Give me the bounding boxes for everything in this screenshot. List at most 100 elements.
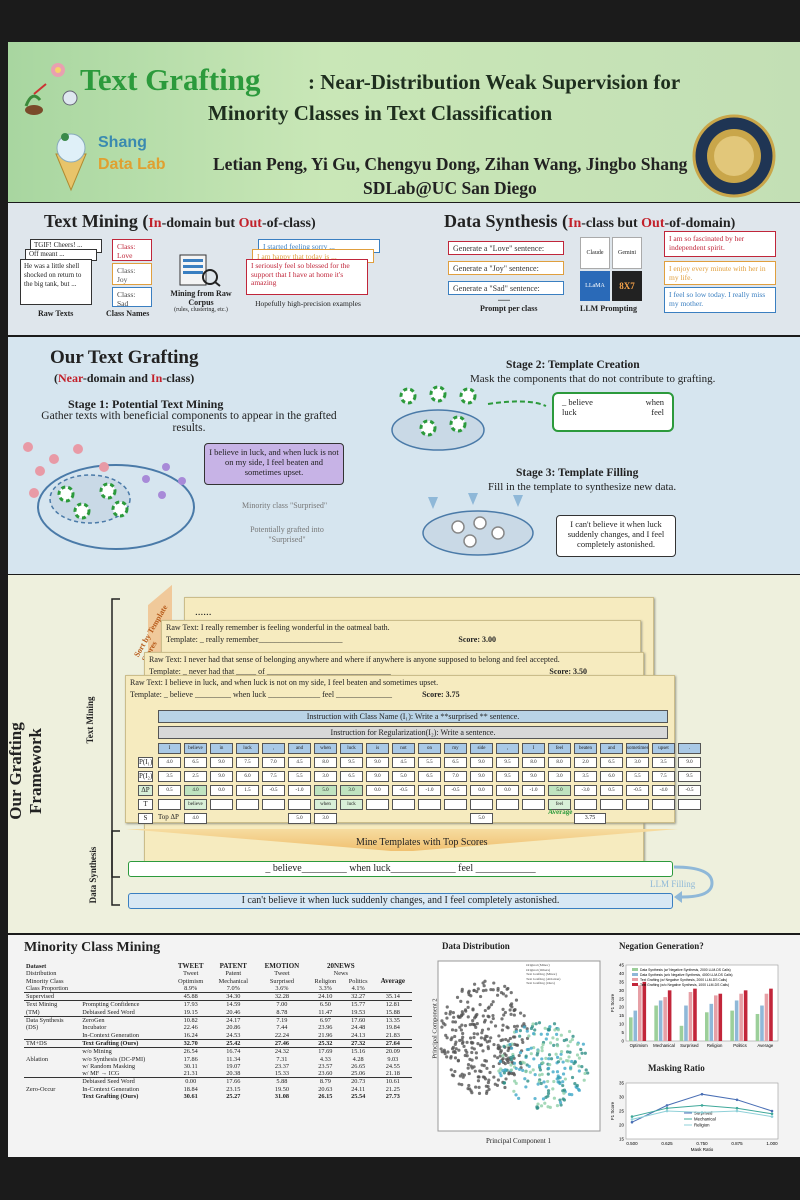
scatter-point xyxy=(478,1043,483,1048)
table-value-cell: 7.44 xyxy=(276,1024,288,1032)
neg-bar xyxy=(734,1000,739,1041)
scatter-point xyxy=(581,1042,586,1046)
t-cell xyxy=(574,799,597,810)
row-label-p1: P(I₁) xyxy=(138,757,153,768)
scatter-point xyxy=(466,1062,471,1067)
table-value-cell: 27.46 xyxy=(255,1038,309,1048)
scatter-point xyxy=(524,1054,528,1058)
table-title: Minority Class Mining xyxy=(24,940,161,955)
scatter-point xyxy=(506,1039,510,1043)
mask-point xyxy=(665,1104,669,1107)
example-3: I seriously feel so blessed for the supp… xyxy=(246,259,368,295)
table-group-cell xyxy=(24,1070,80,1078)
scatter-point xyxy=(551,1036,555,1040)
row-label-s: S xyxy=(138,813,153,824)
scatter-point xyxy=(461,1031,465,1036)
scatter-point xyxy=(558,1075,562,1080)
scatter-point xyxy=(518,1011,523,1015)
scatter-point xyxy=(569,1066,573,1070)
scatter-point xyxy=(484,988,488,992)
table-method-cell: w/o Mining xyxy=(80,1047,171,1056)
scatter-point xyxy=(486,1080,490,1085)
neg-bar xyxy=(679,1025,684,1041)
neg-xtick: Mechanical xyxy=(653,1043,675,1048)
scatter-point xyxy=(546,1027,550,1031)
t-cell: believe xyxy=(184,799,207,810)
prompt-dots: ...... xyxy=(498,294,510,303)
scatter-point xyxy=(538,1073,542,1077)
scatter-point xyxy=(517,1067,522,1072)
p2-cell: 9.5 xyxy=(496,771,519,782)
token-cell: luck xyxy=(340,743,363,754)
scatter-point xyxy=(463,1024,468,1028)
scatter-point xyxy=(504,994,508,998)
scatter-point xyxy=(444,1011,448,1015)
scatter-point xyxy=(496,1078,500,1082)
table-value-cell: 19.07 xyxy=(226,1062,241,1070)
table-method-cell xyxy=(80,992,171,1001)
scatter-point xyxy=(485,1034,489,1039)
scatter-point xyxy=(509,1068,514,1072)
scatter-point xyxy=(561,1060,565,1064)
scatter-point xyxy=(540,1049,544,1053)
scatter-point xyxy=(477,1091,482,1096)
t-cell xyxy=(444,799,467,810)
neg-ytick: 25 xyxy=(619,996,625,1001)
table-value-cell: 23.60 xyxy=(318,1070,333,1078)
p2-cell: 9.0 xyxy=(522,771,545,782)
scatter-point xyxy=(488,1070,492,1075)
table-header-cell: 7.0% xyxy=(226,984,240,992)
token-cell: upset xyxy=(652,743,675,754)
scatter-point xyxy=(584,1068,588,1072)
scatter-point xyxy=(460,987,464,991)
scatter-point xyxy=(466,1015,470,1019)
neg-bar xyxy=(629,1017,633,1041)
scatter-point xyxy=(513,1008,517,1012)
neg-title: Negation Generation? xyxy=(619,941,704,951)
dist-title: Data Distribution xyxy=(442,941,510,951)
table-value-cell: 25.06 xyxy=(351,1070,366,1078)
scatter-point xyxy=(498,1054,502,1058)
scatter-point xyxy=(448,1012,452,1016)
scatter-point xyxy=(496,1043,500,1047)
mask-xtick: 1.000 xyxy=(766,1141,778,1146)
dp-cell: 0.0 xyxy=(366,785,389,796)
scatter-point xyxy=(552,1079,556,1084)
scatter-point xyxy=(491,988,495,992)
scatter-point xyxy=(518,1061,523,1065)
table-header-cell: Tweet xyxy=(274,970,290,978)
t-cell: luck xyxy=(340,799,363,810)
scatter-point xyxy=(444,1033,448,1037)
scatter-point xyxy=(452,1015,456,1019)
s-cell: 5.0 xyxy=(288,813,311,824)
scatter-point xyxy=(529,1052,533,1056)
scatter-point xyxy=(453,1020,458,1024)
table-group-cell xyxy=(24,1093,80,1100)
neg-ytick: 20 xyxy=(619,1005,625,1010)
scatter-point xyxy=(509,1057,514,1062)
p1-cell: 9.0 xyxy=(210,757,233,768)
table-method-cell: w/ Random Masking xyxy=(82,1062,136,1070)
scatter-point xyxy=(470,1091,474,1095)
dp-cell: -0.5 xyxy=(262,785,285,796)
neg-bar xyxy=(642,981,647,1041)
token-cell: I xyxy=(522,743,545,754)
scatter-point xyxy=(565,1050,570,1054)
scatter-point xyxy=(460,1072,464,1076)
table-header-cell: Distribution xyxy=(26,970,57,978)
scatter-point xyxy=(460,1083,464,1087)
scatter-point xyxy=(451,1011,455,1015)
table-value-cell: 6.97 xyxy=(308,1016,343,1025)
instruction-regularization: Instruction for Regularization(I₂): Writ… xyxy=(158,726,668,739)
scatter-point xyxy=(507,1046,511,1050)
scatter-point xyxy=(540,1045,544,1050)
scatter-point xyxy=(446,1050,450,1054)
scatter-point xyxy=(559,1050,564,1054)
scatter-point xyxy=(521,1040,525,1044)
scatter-point xyxy=(480,1031,484,1035)
p1-cell: 6.5 xyxy=(184,757,207,768)
table-value-cell: 11.47 xyxy=(318,1008,333,1016)
